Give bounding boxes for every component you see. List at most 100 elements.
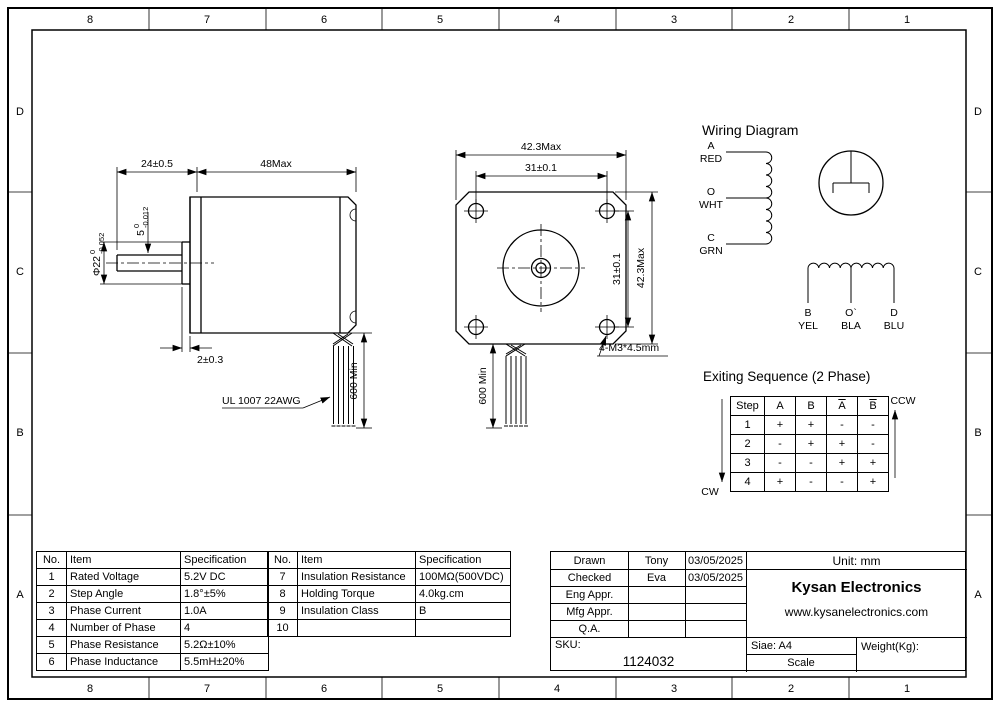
dim-wire-length-front: 600 Min <box>477 367 489 405</box>
rotor-symbol <box>818 150 884 216</box>
terminal-d-color: BLU <box>884 320 904 332</box>
svg-text:-0.012: -0.012 <box>141 207 150 228</box>
terminal-a: A <box>707 140 714 152</box>
spec-header-no: No. <box>267 551 298 569</box>
unit-label: Unit: mm <box>832 553 881 568</box>
grid-col-label: 1 <box>904 14 910 26</box>
exiting-sequence-title: Exiting Sequence (2 Phase) <box>703 369 871 384</box>
dim-boss-diameter: Φ22 0 -0.052 <box>88 233 106 276</box>
wiring-diagram-title: Wiring Diagram <box>702 122 799 138</box>
grid-row-label: D <box>974 106 982 118</box>
mounting-holes <box>464 199 619 339</box>
terminal-o2-color: BLA <box>841 320 861 332</box>
grid-col-label: 8 <box>87 683 93 695</box>
company-website: www.kysanelectronics.com <box>784 605 929 619</box>
scale-label: Scale <box>787 657 815 669</box>
dim-hole-span-horizontal: 31±0.1 <box>525 162 557 174</box>
grid-col-label: 1 <box>904 683 910 695</box>
spec-header-specification: Specification <box>415 551 511 569</box>
sheet-size-label: Siae: A4 <box>751 639 792 652</box>
dim-body-width: 42.3Max <box>521 141 562 153</box>
seq-row: 3--++ <box>730 453 889 473</box>
grid-col-label: 6 <box>321 683 327 695</box>
wiring-diagram: A RED O WHT C GRN B YEL O` BLA D BLU <box>699 140 904 332</box>
terminal-a-color: RED <box>700 153 723 165</box>
grid-col-label: 7 <box>204 683 210 695</box>
seq-header-b-bar: B <box>857 396 889 416</box>
grid-col-label: 2 <box>788 683 794 695</box>
terminal-d: D <box>890 307 898 319</box>
grid-col-label: 5 <box>437 683 443 695</box>
svg-text:5: 5 <box>135 230 147 236</box>
motor-front-view: 42.3Max 31±0.1 31±0.1 42.3Max 600 Min 4- <box>455 141 668 429</box>
phase-coil-b-d <box>807 262 895 269</box>
lead-wires-side <box>331 332 356 427</box>
approval-name-checked: Eva <box>647 571 666 584</box>
terminal-c-color: GRN <box>699 245 722 257</box>
phase-coil-a <box>765 151 773 199</box>
dim-wire-length-side: 600 Min <box>348 362 360 400</box>
approval-name-eng <box>628 586 685 603</box>
grid-row-label: C <box>974 266 982 278</box>
cw-label: CW <box>701 486 719 498</box>
grid-col-label: 3 <box>671 683 677 695</box>
approval-date-drawn: 03/05/2025 <box>687 554 744 567</box>
terminal-b-color: YEL <box>798 320 818 332</box>
spec-header-item: Item <box>66 551 181 569</box>
svg-text:42.3Max: 42.3Max <box>635 247 647 288</box>
approval-date-mfg <box>685 603 746 620</box>
grid-col-label: 8 <box>87 14 93 26</box>
dim-shaft-diameter: 5 0 -0.012 <box>132 207 150 236</box>
grid-col-label: 2 <box>788 14 794 26</box>
seq-header-b: B <box>795 396 827 416</box>
rotation-direction-arrows: CW CCW <box>701 395 915 498</box>
dim-boss-length: 2±0.3 <box>197 354 223 366</box>
approval-date-eng <box>685 586 746 603</box>
front-view-dimensions: 42.3Max 31±0.1 31±0.1 42.3Max 600 Min 4- <box>455 141 668 429</box>
grid-col-label: 5 <box>437 14 443 26</box>
excitation-sequence-table: Step A B A B 1++-- 2-++- 3--++ 4+--+ <box>730 396 889 492</box>
sku-label: SKU: <box>555 639 581 651</box>
spec-header-specification: Specification <box>180 551 269 569</box>
approval-label-eng: Eng Appr. <box>565 588 614 601</box>
terminal-b: B <box>804 307 811 319</box>
seq-header-a: A <box>764 396 796 416</box>
motor-body-side <box>189 196 357 334</box>
dim-body-height: 42.3Max <box>635 247 647 288</box>
approval-label-drawn: Drawn <box>573 554 606 567</box>
terminal-labels: A RED O WHT C GRN B YEL O` BLA D BLU <box>699 140 904 332</box>
grid-row-label: A <box>974 589 982 601</box>
weight-label: Weight(Kg): <box>861 641 919 653</box>
terminal-o: O <box>707 186 715 198</box>
dim-body-length: 48Max <box>260 158 292 170</box>
grid-col-label: 4 <box>554 683 560 695</box>
lead-wires-front <box>504 343 528 427</box>
grid-row-label: B <box>16 427 23 439</box>
approval-date-checked: 03/05/2025 <box>687 571 744 584</box>
side-view-dimensions: 24±0.5 48Max 5 0 -0.012 Φ22 0 -0.052 2±0… <box>88 158 372 429</box>
svg-text:0: 0 <box>132 224 141 228</box>
phase-coil-c <box>765 197 773 245</box>
approval-name-mfg <box>628 603 685 620</box>
company-name: Kysan Electronics <box>791 578 922 596</box>
svg-text:600 Min: 600 Min <box>477 367 489 405</box>
svg-text:-0.052: -0.052 <box>97 233 106 254</box>
grid-row-label: C <box>16 266 24 278</box>
spec-row: 10 <box>267 619 511 637</box>
seq-row: 2-++- <box>730 434 889 454</box>
sheet-border <box>7 7 993 700</box>
terminal-o2: O` <box>845 307 857 319</box>
grid-row-label: A <box>16 589 24 601</box>
grid-col-label: 6 <box>321 14 327 26</box>
seq-row: 1++-- <box>730 415 889 435</box>
